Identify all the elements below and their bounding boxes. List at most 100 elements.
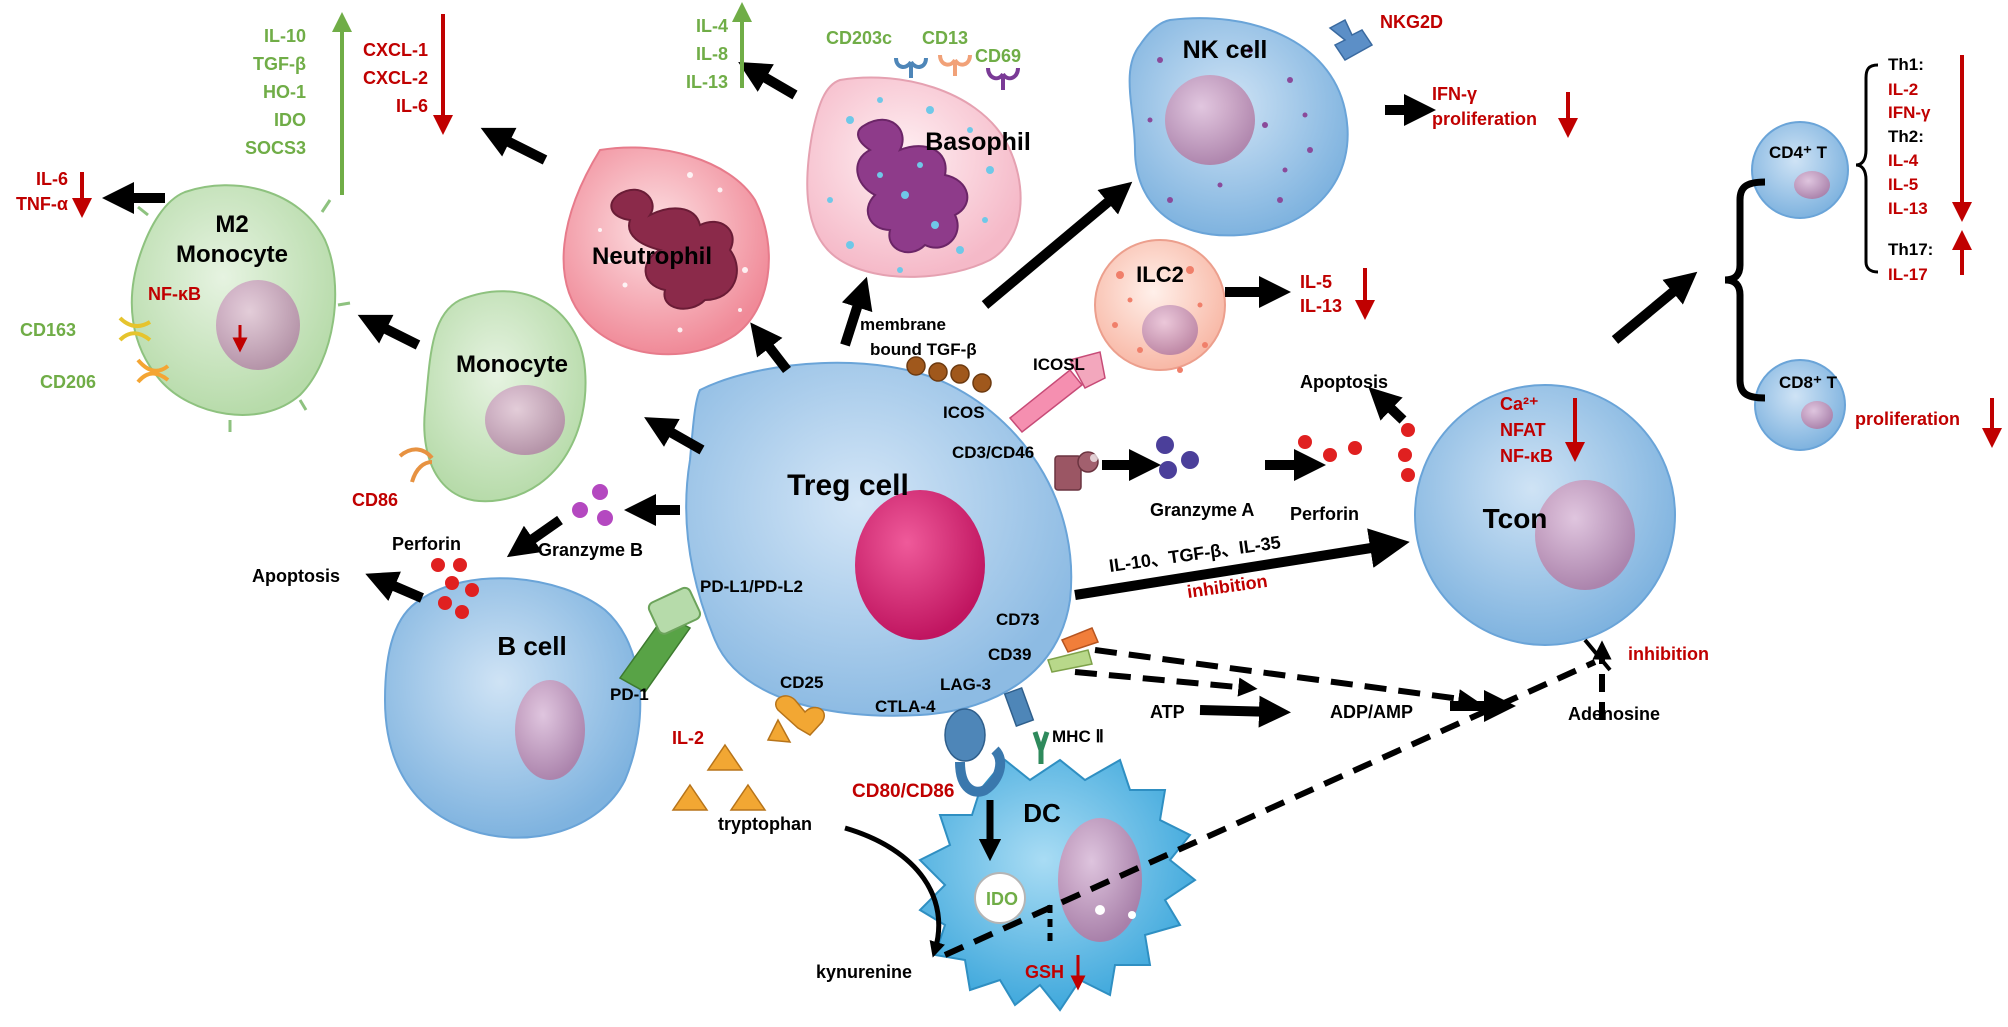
ilc2-label: ILC2 [1136,262,1184,287]
baso-cd13: CD13 [922,28,968,48]
treg-membrane-2: bound TGF-β [870,340,977,359]
ctla4-cd80-bond [944,708,1006,797]
bcell-cd86: CD86 [352,490,398,510]
metab-tryptophan: tryptophan [718,814,812,834]
ilc2-cyto-1: IL-13 [1300,296,1342,316]
cd4t-label: CD4⁺ T [1769,143,1828,162]
th2-cyto-2: IL-13 [1888,199,1928,218]
m2-down-0: CXCL-1 [363,40,428,60]
monocyte-label: Monocyte [456,351,568,378]
ilc2-cyto-0: IL-5 [1300,272,1332,292]
perforin-tcon-spheres [1298,423,1415,482]
m2-cd163: CD163 [20,320,76,340]
neutrophil-cell [562,146,770,356]
nk-cell [1128,17,1349,237]
metab-il2: IL-2 [672,728,704,748]
th-subsets: Th1: IL-2 IFN-γ Th2: IL-4 IL-5 IL-13 Th1… [1888,55,1933,284]
nkg2d-receptor [1328,18,1374,61]
perforin-bcell-spheres [431,558,479,619]
th1-cyto-1: IFN-γ [1888,103,1931,122]
treg-cd3cd46: CD3/CD46 [952,443,1034,462]
th2-cyto-1: IL-5 [1888,175,1918,194]
tcon-label: Tcon [1483,503,1548,534]
treg-icos: ICOS [943,403,985,422]
treg-markers: membrane bound TGF-β ICOS CD3/CD46 PD-L1… [700,315,1039,716]
cd86-receptor [398,447,434,483]
treg-cell [685,361,1073,717]
m2-up-1: TGF-β [253,54,306,74]
bcell-pd1: PD-1 [610,685,649,704]
granzyme-b-spheres [572,484,613,526]
treg-pdl: PD-L1/PD-L2 [700,577,803,596]
treg-membrane-1: membrane [860,315,946,334]
neutrophil-label: Neutrophil [592,243,712,270]
th17-label: Th17: [1888,240,1933,259]
th17-cyto: IL-17 [1888,265,1928,284]
brace-lines [1724,63,1879,402]
m2-down-2: IL-6 [396,96,428,116]
basophil-cytokines: IL-4 IL-8 IL-13 [686,16,728,92]
icos-icosl-bond [1008,351,1106,434]
membrane-tgfb-beads [906,356,992,393]
ilc2-icosl: ICOSL [1033,355,1085,374]
metab-ido: IDO [986,889,1018,909]
treg-lag3: LAG-3 [940,675,991,694]
lag3-mhc2-bond [1003,686,1050,764]
treg-cd39: CD39 [988,645,1031,664]
nk-nkg2d: NKG2D [1380,12,1443,32]
bcell-apoptosis: Apoptosis [252,566,340,586]
treg-cd25: CD25 [780,673,823,692]
cd25-receptor [766,695,825,743]
th2-cyto-0: IL-4 [1888,151,1919,170]
bcell-perforin: Perforin [392,534,461,554]
cd73-cd39-receptors [1047,627,1100,673]
tcon-cell [1414,384,1676,646]
nk-ifng: IFN-γ [1432,84,1477,104]
basophil-label: Basophil [925,128,1031,156]
treg-cell-label: Treg cell [787,469,909,502]
treg-ctla4: CTLA-4 [875,697,936,716]
cd4-t-cell [1751,121,1849,219]
m2-receptors [118,316,170,384]
m2-output: IL-6 TNF-α [16,169,68,214]
th1-label: Th1: [1888,55,1924,74]
tcon-granzyme-a: Granzyme A [1150,500,1254,520]
basophil-receptors [894,54,1020,90]
metab-mhc2: MHC Ⅱ [1052,727,1104,746]
tcon-signal-0: Ca²⁺ [1500,394,1539,414]
metab-kynurenine: kynurenine [816,962,912,982]
tcon-signal-2: NF-κB [1500,446,1553,466]
metab-cd80cd86: CD80/CD86 [852,781,954,802]
b-cell-label: B cell [497,631,566,661]
baso-cd203c: CD203c [826,28,892,48]
m2-out-1: TNF-α [16,194,68,214]
cd3-cd46-receptor [1054,451,1099,491]
tcon-perforin: Perforin [1290,504,1359,524]
m2-cytokines-down: CXCL-1 CXCL-2 IL-6 [363,40,428,116]
nk-proliferation: proliferation [1432,109,1537,129]
granzyme-a-spheres [1156,436,1199,479]
cd8-t-cell [1754,359,1846,451]
bcell-granzyme-b: Granzyme B [538,540,643,560]
metab-inhibition: inhibition [1628,644,1709,664]
m2-out-0: IL-6 [36,169,68,189]
baso-cyto-1: IL-8 [696,44,728,64]
nk-cell-label: NK cell [1183,36,1268,64]
m2-label-line2: Monocyte [176,241,288,268]
b-cell [383,577,642,839]
baso-cd69: CD69 [975,46,1021,66]
pd-l1-pd1-bond [618,586,702,693]
m2-label-line1: M2 [215,211,248,238]
th1-cyto-0: IL-2 [1888,80,1918,99]
m2-up-2: HO-1 [263,82,306,102]
metab-gsh: GSH [1025,962,1064,982]
monocyte-cell [423,290,587,503]
dc-label: DC [1023,798,1061,828]
il2-triangles [671,743,767,811]
m2-down-1: CXCL-2 [363,68,428,88]
treg-cd73: CD73 [996,610,1039,629]
m2-cytokines-up: IL-10 TGF-β HO-1 IDO SOCS3 [245,26,306,158]
m2-cd206: CD206 [40,372,96,392]
m2-up-0: IL-10 [264,26,306,46]
